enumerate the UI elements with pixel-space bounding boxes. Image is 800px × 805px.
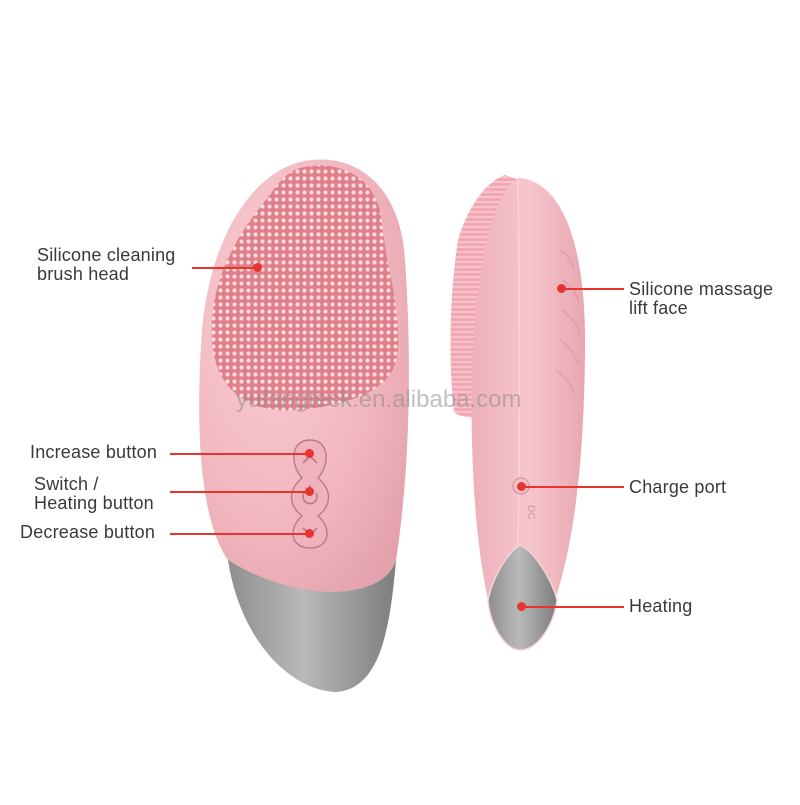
label-switch-heating-button: Switch / Heating button [34,475,154,513]
label-massage-line2: lift face [629,298,688,318]
callout-dot-heating [517,602,526,611]
label-increase-button: Increase button [30,442,158,462]
label-massage-line1: Silicone massage [629,279,774,299]
dc-marking: DC [525,505,536,519]
label-brush-head-line2: brush head [37,264,130,284]
label-heating: Heating [629,596,693,616]
callout-dot-decrease [305,529,314,538]
label-brush-head: Silicone cleaning brush head [37,246,176,284]
label-massage-face: Silicone massage lift face [629,280,773,318]
label-decrease-button: Decrease button [20,522,156,542]
callout-line-charge-port [522,486,624,488]
label-switch-line2: Heating button [34,493,154,513]
callout-dot-massage-face [557,284,566,293]
watermark: yufangteck.en.alibaba.com [236,386,522,413]
callout-line-massage-face [562,288,624,290]
label-switch-line1: Switch / [34,474,99,494]
callout-dot-charge-port [517,482,526,491]
side-device: DC [450,175,585,651]
callout-dot-brush-head [253,263,262,272]
callout-dot-switch [305,487,314,496]
callout-line-heating [522,606,624,608]
label-brush-head-line1: Silicone cleaning [37,245,176,265]
callout-line-brush-head [192,267,256,269]
callout-line-increase [170,453,308,455]
callout-dot-increase [305,449,314,458]
callout-line-switch [170,491,308,493]
label-charge-port: Charge port [629,477,727,497]
callout-line-decrease [170,533,308,535]
front-device [199,159,409,692]
brush-head [211,165,399,411]
